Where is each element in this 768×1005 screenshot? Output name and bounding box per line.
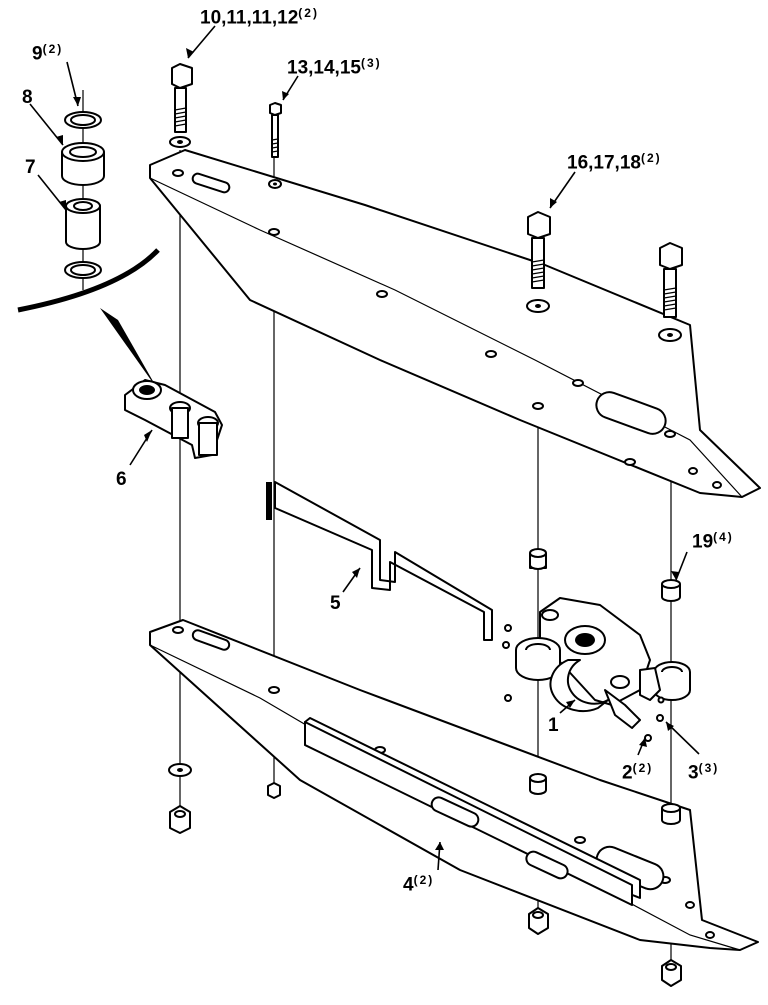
label-5: 5: [330, 594, 341, 613]
label-16-main: 16,17,18: [567, 152, 641, 174]
label-19-qty: (4): [713, 530, 734, 544]
leader-arrowheads: [56, 48, 679, 850]
label-1-main: 1: [548, 715, 559, 736]
detail-callout: [17, 248, 160, 390]
label-4-qty: (2): [413, 873, 435, 887]
label-9: 9(2): [32, 43, 63, 63]
label-4-main: 4: [403, 874, 414, 896]
label-1: 1: [548, 716, 559, 735]
label-16-17-18: 16,17,18(2): [567, 152, 662, 172]
label-3-main: 3: [688, 762, 699, 784]
label-8-main: 8: [22, 87, 33, 108]
label-13-main: 13,14,15: [287, 57, 361, 79]
upper-plate: [149, 149, 761, 498]
label-6-main: 6: [116, 469, 127, 490]
bolt-13-14-15: [268, 102, 282, 189]
idler-assembly-part-1: [502, 553, 691, 742]
label-6: 6: [116, 470, 127, 489]
bushing-stack: [61, 111, 105, 279]
label-2-qty: (2): [632, 761, 654, 775]
bolt-16-17-18-right: [658, 242, 683, 342]
label-8: 8: [22, 88, 33, 107]
label-10-qty: (2): [298, 6, 319, 20]
spacers-19: [529, 548, 681, 825]
bolt-16-17-18-left: [526, 211, 551, 313]
bolt-10-11-12: [169, 63, 193, 148]
label-5-main: 5: [330, 593, 341, 614]
label-19: 19(4): [692, 531, 734, 551]
label-3-qty: (3): [698, 761, 720, 775]
label-13-14-15: 13,14,15(3): [287, 57, 382, 77]
bracket-part-6: [124, 379, 223, 459]
strap-part-5: [266, 481, 493, 641]
bottom-nuts: [168, 763, 682, 987]
label-7-main: 7: [25, 157, 36, 178]
label-16-qty: (2): [640, 151, 662, 165]
label-9-main: 9: [32, 43, 43, 65]
lower-plate: [149, 619, 759, 951]
label-3: 3(3): [688, 762, 719, 782]
label-19-main: 19: [692, 531, 714, 553]
label-13-qty: (3): [360, 56, 382, 70]
label-10-main: 10,11,11,12: [200, 7, 299, 29]
label-2: 2(2): [622, 762, 653, 782]
label-9-qty: (2): [42, 42, 64, 56]
label-4: 4(2): [403, 874, 434, 894]
label-2-main: 2: [622, 762, 633, 784]
label-10-11-12: 10,11,11,12(2): [200, 7, 319, 27]
label-7: 7: [25, 158, 36, 177]
